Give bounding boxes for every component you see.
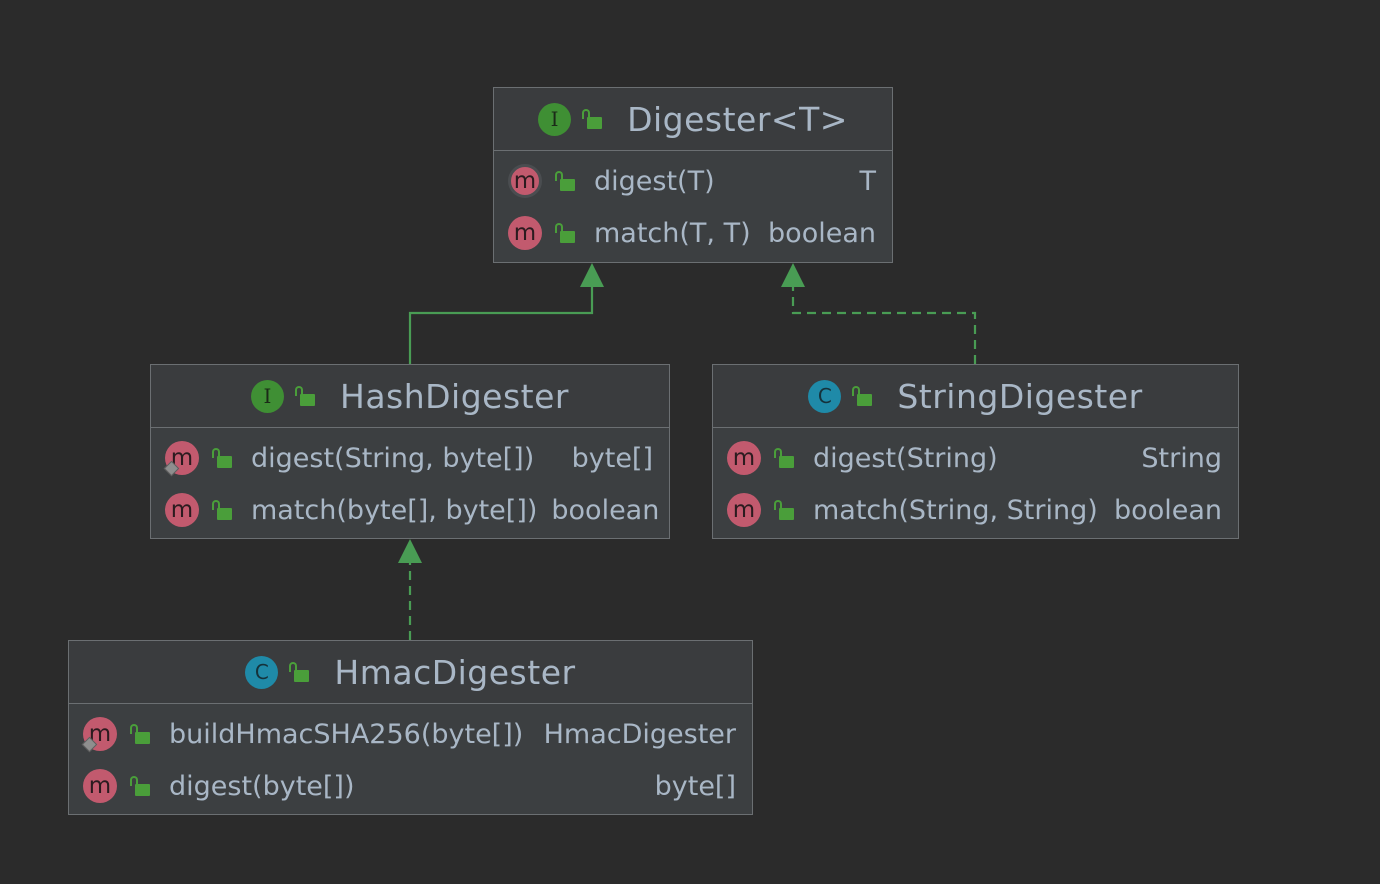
class-icon: C <box>808 379 842 413</box>
node-title: HmacDigester <box>334 652 576 692</box>
public-lock-icon <box>288 661 310 683</box>
interface-icon: I <box>251 379 284 413</box>
node-header: I Digester<T> <box>494 88 892 151</box>
node-digester[interactable]: I Digester<T> m digest(T) T m match(T, T… <box>493 87 893 263</box>
edge-hashdigester-extends-digester[interactable] <box>408 284 594 364</box>
node-header: I HashDigester <box>151 365 669 428</box>
node-title: Digester<T> <box>627 99 848 139</box>
method-row[interactable]: m match(byte[], byte[]) boolean <box>151 484 669 536</box>
method-return-type: HmacDigester <box>543 718 736 750</box>
method-row[interactable]: m digest(byte[]) byte[] <box>69 760 752 812</box>
public-lock-icon <box>554 222 576 244</box>
public-lock-icon <box>773 499 795 521</box>
node-hmacdigester[interactable]: C HmacDigester m buildHmacSHA256(byte[])… <box>68 640 753 815</box>
method-return-type: boolean <box>768 217 876 249</box>
method-signature: digest(T) <box>594 165 715 197</box>
edge-stringdigester-implements-digester[interactable] <box>791 284 977 364</box>
static-method-icon: m <box>81 717 117 753</box>
public-lock-icon <box>129 775 151 797</box>
method-row[interactable]: m buildHmacSHA256(byte[]) HmacDigester <box>69 708 752 760</box>
abstract-method-icon: m <box>508 164 542 198</box>
edge-arrowhead-digester-right <box>781 263 805 287</box>
method-row[interactable]: m digest(String) String <box>713 432 1238 484</box>
method-icon: m <box>508 216 542 250</box>
method-row[interactable]: m match(T, T) boolean <box>494 207 892 259</box>
public-lock-icon <box>554 170 576 192</box>
method-signature: digest(String) <box>813 442 998 474</box>
method-row[interactable]: m digest(String, byte[]) byte[] <box>151 432 669 484</box>
method-signature: buildHmacSHA256(byte[]) <box>169 718 524 750</box>
method-icon: m <box>727 441 761 475</box>
node-title: HashDigester <box>340 376 569 416</box>
method-signature: digest(byte[]) <box>169 770 355 802</box>
node-stringdigester[interactable]: C StringDigester m digest(String) String… <box>712 364 1239 539</box>
method-signature: match(byte[], byte[]) <box>251 494 538 526</box>
node-hashdigester[interactable]: I HashDigester m digest(String, byte[]) … <box>150 364 670 539</box>
public-lock-icon <box>129 723 151 745</box>
method-return-type: boolean <box>1114 494 1222 526</box>
public-lock-icon <box>581 108 603 130</box>
method-return-type: boolean <box>551 494 660 526</box>
method-return-type: String <box>1141 442 1222 474</box>
method-row[interactable]: m digest(T) T <box>494 155 892 207</box>
method-return-type: byte[] <box>654 770 736 802</box>
method-icon: m <box>165 493 199 527</box>
node-title: StringDigester <box>897 376 1143 416</box>
method-return-type: T <box>859 165 877 197</box>
public-lock-icon <box>851 385 873 407</box>
class-icon: C <box>245 655 279 689</box>
interface-icon: I <box>538 102 572 136</box>
method-return-type: byte[] <box>571 442 653 474</box>
node-header: C HmacDigester <box>69 641 752 704</box>
edge-arrowhead-hashdigester <box>398 539 422 563</box>
edge-arrowhead-digester-left <box>580 263 604 287</box>
method-signature: match(String, String) <box>813 494 1098 526</box>
public-lock-icon <box>211 447 233 469</box>
method-row[interactable]: m match(String, String) boolean <box>713 484 1238 536</box>
public-lock-icon <box>773 447 795 469</box>
public-lock-icon <box>294 385 316 407</box>
node-header: C StringDigester <box>713 365 1238 428</box>
public-lock-icon <box>211 499 233 521</box>
method-icon: m <box>83 769 117 803</box>
method-icon: m <box>727 493 761 527</box>
static-method-icon: m <box>163 441 199 477</box>
method-signature: digest(String, byte[]) <box>251 442 535 474</box>
method-signature: match(T, T) <box>594 217 751 249</box>
